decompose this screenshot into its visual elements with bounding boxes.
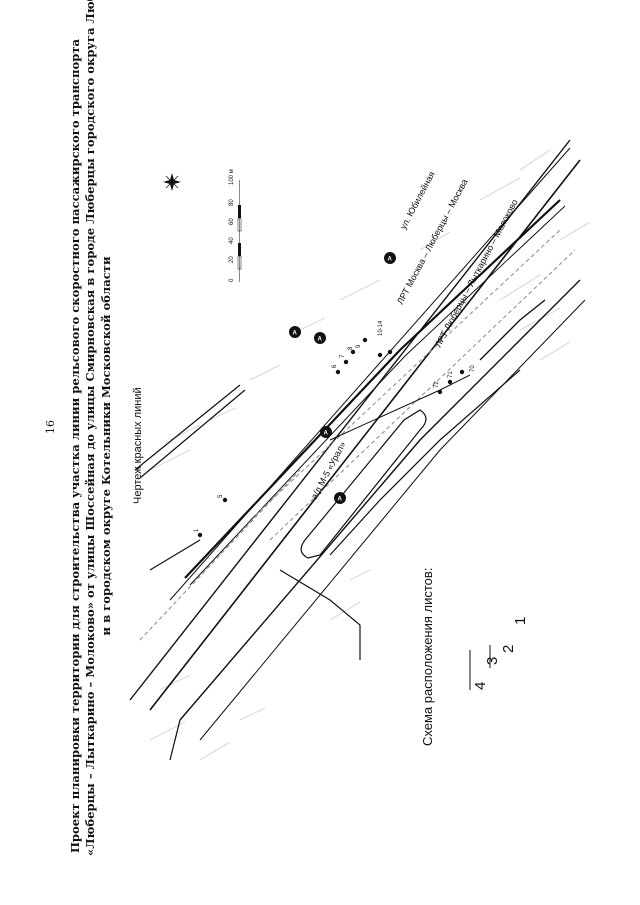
marker-a-5: А (334, 492, 346, 504)
marker-a-4: А (320, 426, 332, 438)
point-label-72: 72 (434, 381, 440, 388)
scale-tick-20: 20 (229, 256, 235, 263)
scale-bar (237, 180, 242, 282)
svg-text:А: А (338, 497, 343, 503)
sheet-number-4: 4 (472, 681, 489, 690)
point-label-5: 5 (218, 494, 224, 498)
red-lines (129, 139, 586, 741)
point-label-1: 1 (194, 528, 200, 532)
ramp-line (329, 374, 471, 441)
scale-tick-100: 100 м (229, 169, 235, 185)
scale-tick-0: 0 (229, 278, 235, 282)
point-label-70: 70 (470, 365, 476, 372)
scale-tick-80: 80 (229, 199, 235, 206)
sheet-number-2: 2 (500, 644, 517, 653)
scale-tick-60: 60 (229, 218, 235, 225)
marker-a-1: А (289, 326, 301, 338)
survey-points (197, 337, 465, 538)
point-label-8: 8 (348, 346, 354, 350)
scale-tick-40: 40 (229, 237, 235, 244)
highway-label: а/д М-5 «Урал» (309, 440, 348, 501)
dashed-lines (139, 229, 576, 641)
left-boundary (134, 384, 361, 761)
street-label-yubileynaya: ул. Юбилейная (398, 170, 437, 231)
point-label-7: 7 (340, 354, 346, 358)
svg-text:А: А (293, 331, 298, 337)
sheet-scheme-title: Схема расположения листов: (420, 567, 435, 746)
highway-loop (300, 409, 427, 559)
compass-rose-icon (163, 173, 181, 191)
sheet-number-1: 1 (512, 616, 529, 625)
point-label-6: 6 (332, 364, 338, 368)
marker-a-2: А (314, 332, 326, 344)
point-label-9: 9 (356, 344, 362, 348)
lrt-label-moscow: ЛРТ Москва – Люберцы – Москва (395, 177, 470, 306)
sheet-number-3: 3 (484, 656, 501, 665)
marker-a-3: А (384, 252, 396, 264)
ramp-curve (479, 299, 546, 361)
sheet-scheme-lines (469, 645, 491, 690)
point-label-10-14: 10-14 (378, 320, 384, 336)
svg-text:А: А (318, 337, 323, 343)
svg-text:А: А (388, 257, 393, 263)
svg-text:А: А (324, 431, 329, 437)
background-buildings (149, 149, 591, 761)
point-label-71: 71 (448, 371, 454, 378)
